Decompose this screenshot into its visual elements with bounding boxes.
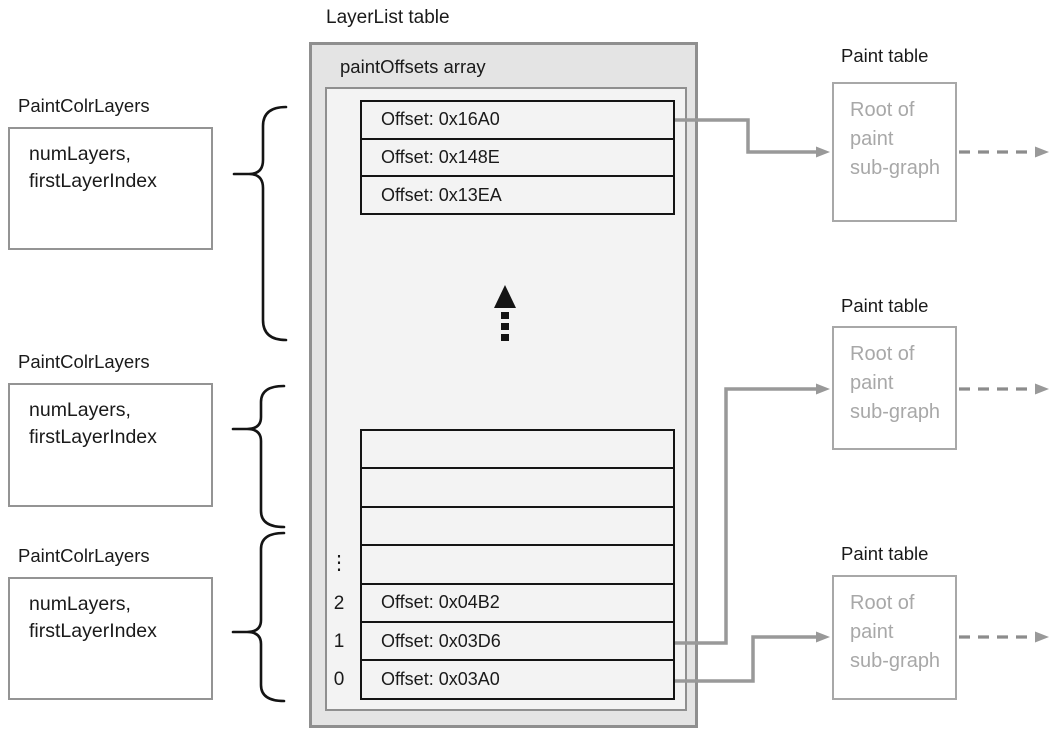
paint-colr-layers-box: numLayers, firstLayerIndex: [8, 577, 213, 700]
first-layer-index-line: firstLayerIndex: [29, 170, 157, 192]
sub-graph-line: sub-graph: [850, 650, 941, 672]
root-of-line: Root of: [850, 99, 915, 121]
offset-row: Offset: 0x13EA: [360, 175, 675, 216]
root-of-line: Root of: [850, 343, 915, 365]
row-index-2: 2: [333, 593, 345, 614]
paint-offsets-label: paintOffsets array: [340, 56, 486, 77]
paint-colr-layers-title: PaintColrLayers: [18, 95, 150, 116]
layerlist-title: LayerList table: [326, 7, 450, 28]
offset-rows-top: Offset: 0x16A0 Offset: 0x148E Offset: 0x…: [360, 100, 675, 216]
sub-graph-line: sub-graph: [850, 157, 941, 179]
offset-row: Offset: 0x148E: [360, 137, 675, 178]
paint-colr-layers-box: numLayers, firstLayerIndex: [8, 383, 213, 507]
brace-top-icon: [232, 105, 288, 342]
offset-row: Offset: 0x03D6: [360, 620, 675, 662]
offset-row: [360, 467, 675, 508]
paint-table-title: Paint table: [841, 295, 929, 316]
root-of-line: Root of: [850, 592, 915, 614]
paint-colr-layers-box: numLayers, firstLayerIndex: [8, 127, 213, 250]
offset-row: [360, 544, 675, 585]
paint-line: paint: [850, 621, 894, 643]
first-layer-index-line: firstLayerIndex: [29, 426, 157, 448]
paint-table-box: Root of paint sub-graph: [832, 575, 957, 700]
paint-line: paint: [850, 372, 894, 394]
sub-graph-line: sub-graph: [850, 401, 941, 423]
first-layer-index-line: firstLayerIndex: [29, 620, 157, 642]
num-layers-line: numLayers,: [29, 399, 131, 421]
row-index-0: 0: [333, 669, 345, 690]
offset-row: Offset: 0x04B2: [360, 582, 675, 623]
brace-middle-icon: [231, 384, 286, 529]
offset-row: Offset: 0x16A0: [360, 100, 675, 140]
num-layers-line: numLayers,: [29, 143, 131, 165]
offset-row: [360, 429, 675, 470]
paint-table-box: Root of paint sub-graph: [832, 326, 957, 450]
paint-table-title: Paint table: [841, 45, 929, 66]
paint-table-title: Paint table: [841, 543, 929, 564]
paint-colr-layers-title: PaintColrLayers: [18, 545, 150, 566]
row-index-ellipsis: ⋮: [329, 552, 349, 574]
offset-rows-bottom: Offset: 0x04B2 Offset: 0x03D6 Offset: 0x…: [360, 429, 675, 700]
num-layers-line: numLayers,: [29, 593, 131, 615]
paint-line: paint: [850, 128, 894, 150]
row-index-1: 1: [333, 631, 345, 652]
brace-bottom-icon: [231, 531, 286, 703]
offset-row: [360, 505, 675, 547]
paint-table-box: Root of paint sub-graph: [832, 82, 957, 222]
offset-row: Offset: 0x03A0: [360, 659, 675, 700]
paint-colr-layers-title: PaintColrLayers: [18, 351, 150, 372]
